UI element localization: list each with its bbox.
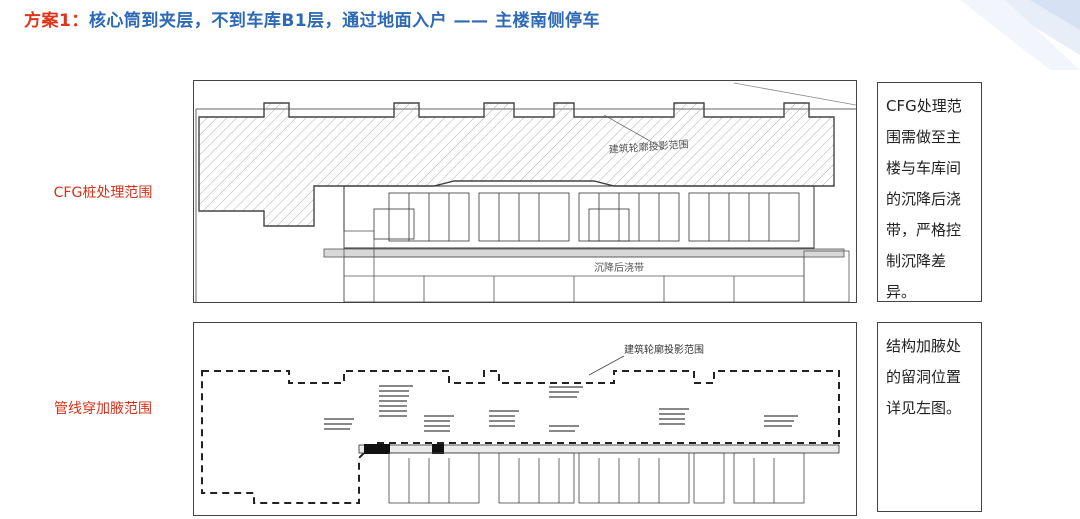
outline-label: 建筑轮廓投影范围 [624, 343, 704, 356]
pipeline-note-box: 结构加腋处的留洞位置详见左图。 [877, 322, 982, 512]
corner-decoration [960, 0, 1080, 70]
cfg-site-plan-drawing: 建筑轮廓投影范围 沉降后浇带 [195, 82, 856, 302]
band-label: 沉降后浇带 [594, 261, 644, 274]
title-text: 核心筒到夹层，不到车库B1层，通过地面入户 —— 主楼南侧停车 [88, 11, 600, 31]
pipeline-range-label: 管线穿加腋范围 [54, 401, 152, 417]
pipeline-section-drawing: 建筑轮廓投影范围 [201, 343, 840, 504]
title-prefix: 方案1： [24, 11, 89, 31]
pipeline-drawing-panel: 建筑轮廓投影范围 [193, 322, 857, 516]
cfg-note-box: CFG处理范围需做至主楼与车库间的沉降后浇带，严格控制沉降差异。 [877, 82, 982, 302]
page-title: 方案1：核心筒到夹层，不到车库B1层，通过地面入户 —— 主楼南侧停车 [24, 6, 600, 31]
cfg-range-label: CFG桩处理范围 [53, 185, 153, 201]
cfg-drawing-panel: 建筑轮廓投影范围 沉降后浇带 [193, 80, 857, 303]
